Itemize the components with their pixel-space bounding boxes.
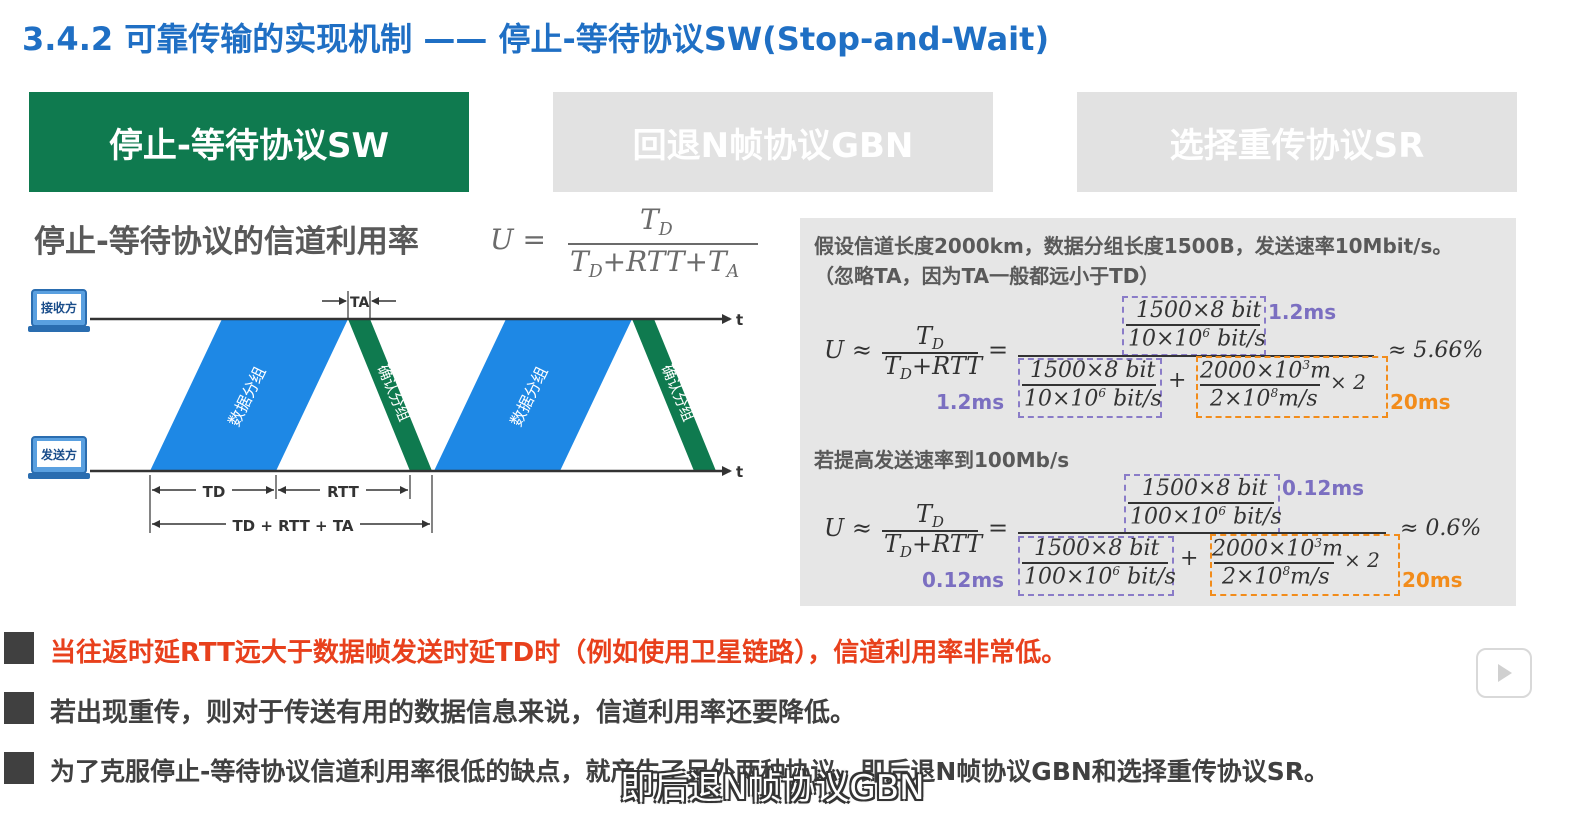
case2-bottom-label: 0.12ms [922, 568, 1005, 592]
sender-label: 发送方 [40, 447, 77, 462]
sender-laptop-icon: 发送方 [28, 436, 90, 479]
bullet-1-square [4, 632, 34, 664]
rtt-label: RTT [327, 483, 359, 501]
tab-gbn-label: 回退N帧协议GBN [632, 125, 914, 166]
receiver-label: 接收方 [41, 300, 77, 315]
ta-marker: TA [322, 291, 396, 319]
bullet-1-text: 当往返时延RTT远大于数据帧发送时延TD时（例如使用卫星链路），信道利用率非常低… [50, 638, 1068, 668]
assumption-line-1: 假设信道长度2000km，数据分组长度1500B，发送速率10Mbit/s。 [814, 234, 1453, 258]
tab-sr-label: 选择重传协议SR [1169, 125, 1425, 166]
raise-rate-line: 若提高发送速率到100Mb/s [814, 448, 1070, 472]
case2-prop-num: 2000×103m [1212, 536, 1343, 562]
formula-lhs: U = [490, 223, 546, 256]
case1-bottom-label: 1.2ms [936, 390, 1005, 414]
case2-top-label: 0.12ms [1282, 476, 1365, 500]
receiver-axis-arrow [722, 314, 732, 324]
ta-label: TA [350, 295, 369, 311]
case1-bottom-den: 10×106 bit/s [1024, 386, 1162, 412]
slide-title: 3.4.2 可靠传输的实现机制 —— 停止-等待协议SW(Stop-and-Wa… [22, 20, 1050, 58]
ack-packet-1 [348, 319, 432, 471]
case2-prop-den: 2×108m/s [1222, 564, 1330, 590]
receiver-axis-t: t [736, 311, 743, 329]
case2-result: ≈ 0.6% [1400, 516, 1482, 541]
sender-axis-arrow [722, 466, 732, 476]
bullet-3: 为了克服停止-等待协议信道利用率很低的缺点，就产生了另外两种协议，即后退N帧协议… [4, 752, 1544, 786]
receiver-laptop-icon: 接收方 [28, 289, 90, 332]
case1-bottom-box [1018, 358, 1162, 418]
data-packet-1 [150, 319, 348, 471]
case2-prop-label: 20ms [1402, 568, 1463, 592]
td-rtt-markers: TD RTT TD + RTT + TA [149, 475, 433, 535]
tab-gbn[interactable]: 回退N帧协议GBN [553, 92, 993, 192]
formula-fraction-bar [568, 243, 758, 245]
sender-axis-t: t [736, 463, 743, 481]
video-subtitle: 即后退N帧协议GBN [620, 768, 925, 808]
case1-prop-num: 2000×103m [1200, 358, 1331, 384]
case1-top-label: 1.2ms [1268, 300, 1337, 324]
calculation-panel: 假设信道长度2000km，数据分组长度1500B，发送速率10Mbit/s。 （… [800, 218, 1516, 606]
tab-sw[interactable]: 停止-等待协议SW [29, 92, 469, 192]
formula-numerator: TD [640, 203, 673, 241]
assumption-line-2: （忽略TA，因为TA一般都远小于TD） [814, 264, 1160, 288]
td-label: TD [203, 483, 226, 501]
case1-result: ≈ 5.66% [1388, 338, 1484, 363]
case1-top-num: 1500×8 bit [1136, 298, 1262, 323]
case2-bottom-den: 100×106 bit/s [1024, 564, 1176, 590]
case1-prop-den: 2×108m/s [1210, 386, 1318, 412]
case2-prop-box [1210, 534, 1400, 596]
bullet-3-square [4, 752, 34, 784]
case1-prop-label: 20ms [1390, 390, 1451, 414]
case2-top-den: 100×106 bit/s [1130, 504, 1282, 530]
play-button[interactable] [1476, 648, 1532, 698]
data-packet-2 [434, 319, 632, 471]
bullet-2: 若出现重传，则对于传送有用的数据信息来说，信道利用率还要降低。 [4, 692, 1544, 728]
tab-sr[interactable]: 选择重传协议SR [1077, 92, 1517, 192]
case1-top-den: 10×106 bit/s [1128, 326, 1266, 352]
play-icon [1498, 664, 1512, 682]
sw-timing-diagram: 接收方 发送方 数据分组 确认分组 数据分组 确认分组 t t TA [28, 289, 743, 535]
tab-sw-label: 停止-等待协议SW [108, 125, 390, 166]
bullet-2-square [4, 692, 34, 724]
utilization-title: 停止-等待协议的信道利用率 [34, 224, 419, 260]
bullet-1: 当往返时延RTT远大于数据帧发送时延TD时（例如使用卫星链路），信道利用率非常低… [4, 632, 1544, 668]
case2-top-num: 1500×8 bit [1142, 476, 1268, 501]
case2-bottom-box [1018, 536, 1174, 596]
case2-bottom-num: 1500×8 bit [1034, 536, 1160, 561]
formula-denominator: TD+RTT+TA [570, 245, 740, 283]
ack-packet-2 [632, 319, 716, 471]
case1-prop-box [1196, 356, 1388, 418]
bullet-2-text: 若出现重传，则对于传送有用的数据信息来说，信道利用率还要降低。 [50, 698, 857, 728]
bullet-3-text: 为了克服停止-等待协议信道利用率很低的缺点，就产生了另外两种协议，即后退N帧协议… [50, 757, 1330, 786]
total-label: TD + RTT + TA [232, 517, 353, 535]
case1-bottom-num: 1500×8 bit [1030, 358, 1156, 383]
